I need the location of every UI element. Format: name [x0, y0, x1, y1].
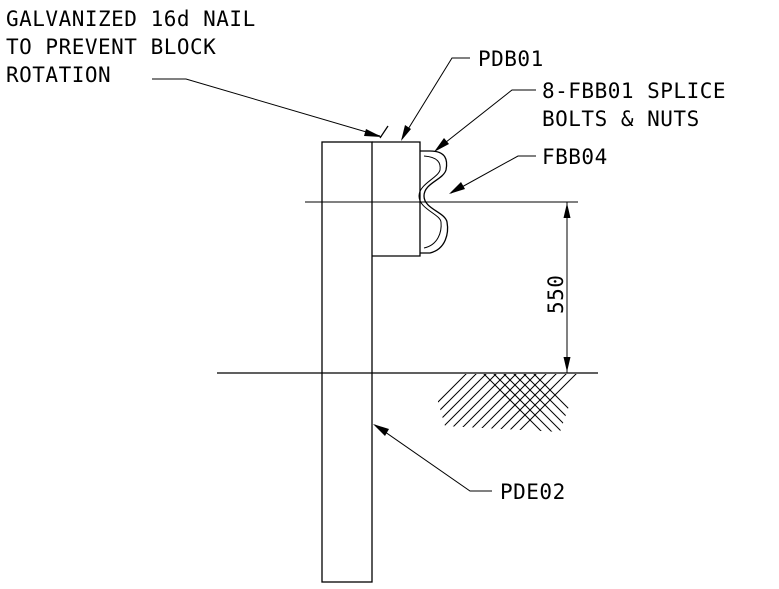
post-leader [374, 424, 492, 492]
w-beam-rail-inner [418, 155, 442, 249]
bolts-label-line1: 8-FBB01 SPLICE [542, 79, 726, 103]
rail-label: FBB04 [542, 145, 608, 169]
post-arrow [373, 424, 389, 436]
nail-arrow [364, 129, 382, 137]
post-label: PDE02 [500, 480, 566, 504]
dimension-label: 550 [544, 275, 568, 314]
rail-leader [450, 155, 536, 194]
soil-hatch [430, 374, 580, 432]
bolts-leader [435, 89, 536, 151]
dimension-arrow-bottom [563, 357, 571, 372]
block-label: PDB01 [478, 47, 544, 71]
nail-label-line2: TO PREVENT BLOCK [6, 35, 216, 59]
w-beam-rail [420, 150, 449, 254]
nail-label-line3: ROTATION [6, 63, 111, 87]
nail-leader [152, 78, 381, 137]
spacer-block [372, 141, 421, 257]
dimension-arrow-top [563, 203, 571, 218]
post [321, 141, 373, 583]
bolts-arrow [434, 138, 449, 152]
block-leader [401, 57, 470, 140]
bolts-label-line2: BOLTS & NUTS [542, 107, 700, 131]
nail-label-line1: GALVANIZED 16d NAIL [6, 7, 256, 31]
nail-symbol [379, 125, 389, 139]
block-arrow [401, 125, 411, 141]
rail-arrow [449, 182, 465, 194]
